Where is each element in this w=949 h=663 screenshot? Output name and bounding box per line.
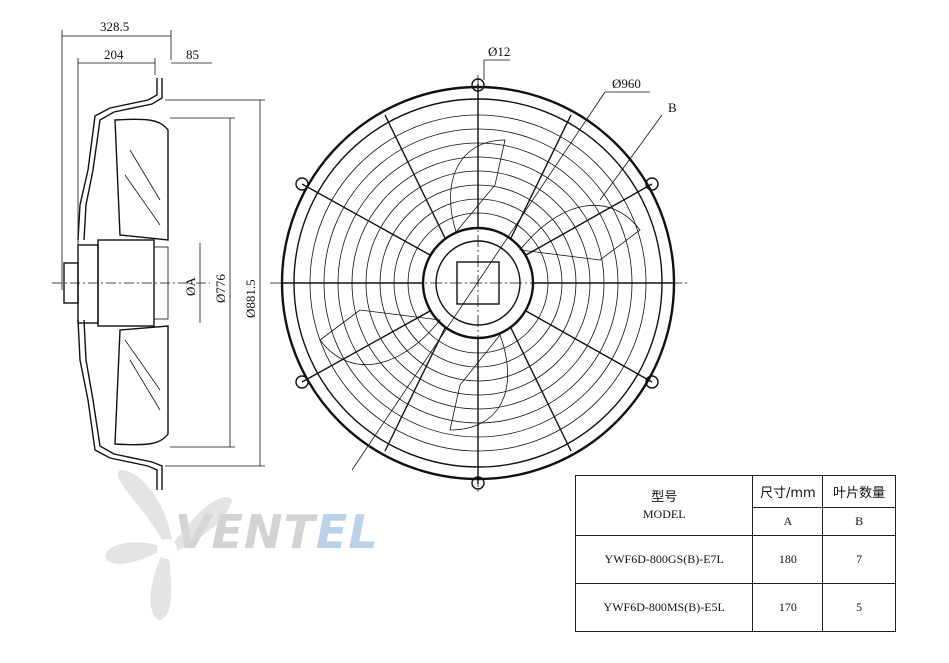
spec-table-container: 型号 MODEL 尺寸/mm 叶片数量 A B YWF6D-800GS(B)-E…	[574, 475, 896, 632]
row-a: 170	[752, 583, 824, 632]
header-model-en: MODEL	[642, 506, 686, 521]
watermark-fan-logo	[105, 470, 232, 620]
table-row: YWF6D-800MS(B)-E5L 170 5	[574, 583, 896, 632]
label-b: B	[668, 100, 677, 115]
header-col-a: A	[752, 507, 824, 536]
row-model: YWF6D-800GS(B)-E7L	[574, 535, 754, 584]
dim-hub-a: ØA	[183, 277, 198, 296]
row-a: 180	[752, 535, 824, 584]
dim-776: Ø776	[213, 274, 228, 303]
header-col-b: B	[822, 507, 896, 536]
front-view: Ø12 Ø960 B	[270, 44, 690, 495]
dim-881-5: Ø881.5	[243, 279, 258, 318]
dim-hole-12: Ø12	[488, 44, 510, 59]
spec-table: 型号 MODEL 尺寸/mm 叶片数量 A B YWF6D-800GS(B)-E…	[574, 475, 896, 632]
row-b: 7	[822, 535, 896, 584]
header-blades: 叶片数量	[822, 475, 896, 508]
header-model: 型号 MODEL	[574, 475, 754, 536]
table-row: YWF6D-800GS(B)-E7L 180 7	[574, 535, 896, 584]
row-b: 5	[822, 583, 896, 632]
dim-960: Ø960	[612, 76, 641, 91]
header-size: 尺寸/mm	[752, 475, 824, 508]
side-view: 328.5 204 85 ØA Ø776 Ø881.5	[52, 19, 265, 490]
row-model: YWF6D-800MS(B)-E5L	[574, 583, 754, 632]
dim-328-5: 328.5	[100, 19, 129, 34]
dim-204: 204	[104, 47, 124, 62]
dim-85: 85	[186, 47, 199, 62]
header-model-cn: 型号	[651, 489, 678, 505]
watermark-part2: EL	[315, 505, 379, 559]
